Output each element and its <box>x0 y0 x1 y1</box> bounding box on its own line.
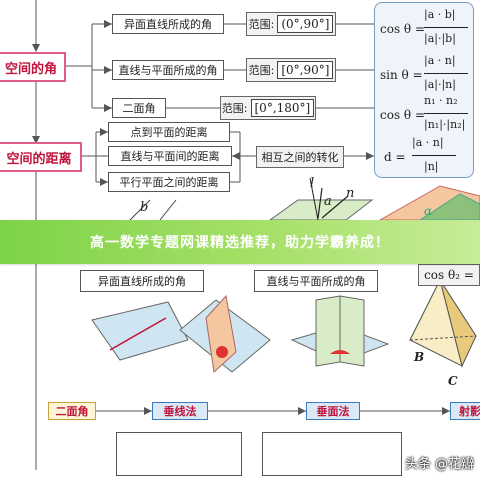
formula-left: sin θ = <box>380 68 423 82</box>
fraction-bar <box>424 27 468 28</box>
range-box-3: 范围: [0°,180°] <box>220 96 316 120</box>
formula-den: |a|·|n| <box>424 78 456 91</box>
method-content-box-2 <box>262 432 402 476</box>
letter-a-vector: a <box>324 194 332 209</box>
formula-den: |a|·|b| <box>424 32 456 45</box>
formula-den: |n₁|·|n₂| <box>424 118 466 131</box>
angle-type-line-plane: 直线与平面所成的角 <box>112 60 224 80</box>
watermark: 头条 @花瓣 <box>404 457 474 472</box>
method-content-box-1 <box>116 432 242 476</box>
distance-type-line-plane: 直线与平面间的距离 <box>108 146 232 166</box>
range-label: 范围: <box>248 18 275 31</box>
dihedral-method-box: 二面角 <box>48 402 96 420</box>
banner-text: 高一数学专题网课精选推荐，助力学霸养成！ <box>90 235 390 251</box>
fraction-bar <box>424 73 468 74</box>
distance-type-point-plane: 点到平面的距离 <box>108 122 230 142</box>
perpendicular-plane-method-box: 垂面法 <box>306 402 360 420</box>
range-label: 范围: <box>221 102 248 115</box>
mutual-conversion-box: 相互之间的转化 <box>256 146 344 168</box>
letter-B: B <box>414 350 425 364</box>
caption-skew-lines: 异面直线所成的角 <box>80 270 204 292</box>
fraction-bar <box>424 113 468 114</box>
formula-den: |n| <box>424 160 439 173</box>
projection-method-box: 射影 <box>450 402 480 420</box>
space-angle-node: 空间的角 <box>0 52 66 82</box>
caption-line-plane: 直线与平面所成的角 <box>254 270 378 292</box>
cos-theta2-box: cos θ₂ = <box>418 264 480 286</box>
formula-num: n₁ · n₂ <box>424 94 458 107</box>
formula-panel <box>374 2 474 178</box>
distance-type-parallel-planes: 平行平面之间的距离 <box>108 172 230 192</box>
range-box-1: 范围: (0°,90°] <box>246 12 336 36</box>
formula-num: |a · n| <box>424 54 456 67</box>
formula-num: |a · b| <box>424 8 456 21</box>
formula-left: cos θ = <box>380 108 426 122</box>
letter-n-vector: n <box>346 186 355 201</box>
angle-type-dihedral: 二面角 <box>112 98 166 118</box>
letter-alpha: α <box>424 204 433 218</box>
range-value: (0°,90°] <box>277 15 334 33</box>
formula-num: |a · n| <box>412 136 444 149</box>
angle-type-skew-lines: 异面直线所成的角 <box>112 14 224 34</box>
letter-l: l <box>310 176 315 191</box>
range-value: [0°,180°] <box>250 99 315 117</box>
range-value: [0°,90°] <box>277 61 334 79</box>
letter-C: C <box>448 374 458 388</box>
space-distance-node: 空间的距离 <box>0 142 82 172</box>
promo-banner[interactable]: 高一数学专题网课精选推荐，助力学霸养成！ <box>0 220 480 264</box>
perpendicular-line-method-box: 垂线法 <box>152 402 208 420</box>
range-box-2: 范围: [0°,90°] <box>246 58 336 82</box>
formula-left: cos θ = <box>380 22 426 36</box>
letter-b: b <box>140 200 149 215</box>
formula-left: d = <box>384 150 406 164</box>
range-label: 范围: <box>248 64 275 77</box>
fraction-bar <box>412 155 456 156</box>
